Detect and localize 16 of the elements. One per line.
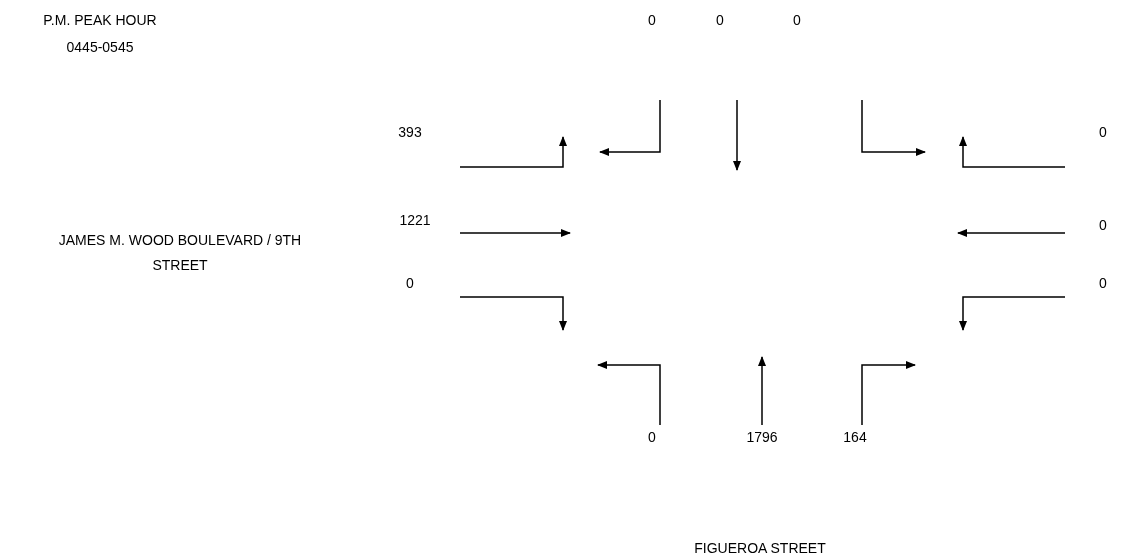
volume-count: 0 [648, 429, 656, 445]
street-name: FIGUEROA STREET [694, 540, 826, 556]
volume-count: 0 [793, 12, 801, 28]
volume-count: 1221 [399, 212, 431, 228]
peak-hour-title: P.M. PEAK HOUR [43, 12, 157, 28]
volume-count: 0 [648, 12, 656, 28]
volume-count: 0 [406, 275, 414, 291]
volume-count: 0 [1099, 124, 1107, 140]
volume-count: 0 [716, 12, 724, 28]
volume-count: 164 [843, 429, 867, 445]
street-name: JAMES M. WOOD BOULEVARD / 9TH STREET [57, 231, 303, 275]
volume-count: 0 [1099, 217, 1107, 233]
volume-count: 0 [1099, 275, 1107, 291]
volume-count: 393 [398, 124, 422, 140]
volume-count: 1796 [746, 429, 778, 445]
time-range: 0445-0545 [66, 39, 134, 55]
